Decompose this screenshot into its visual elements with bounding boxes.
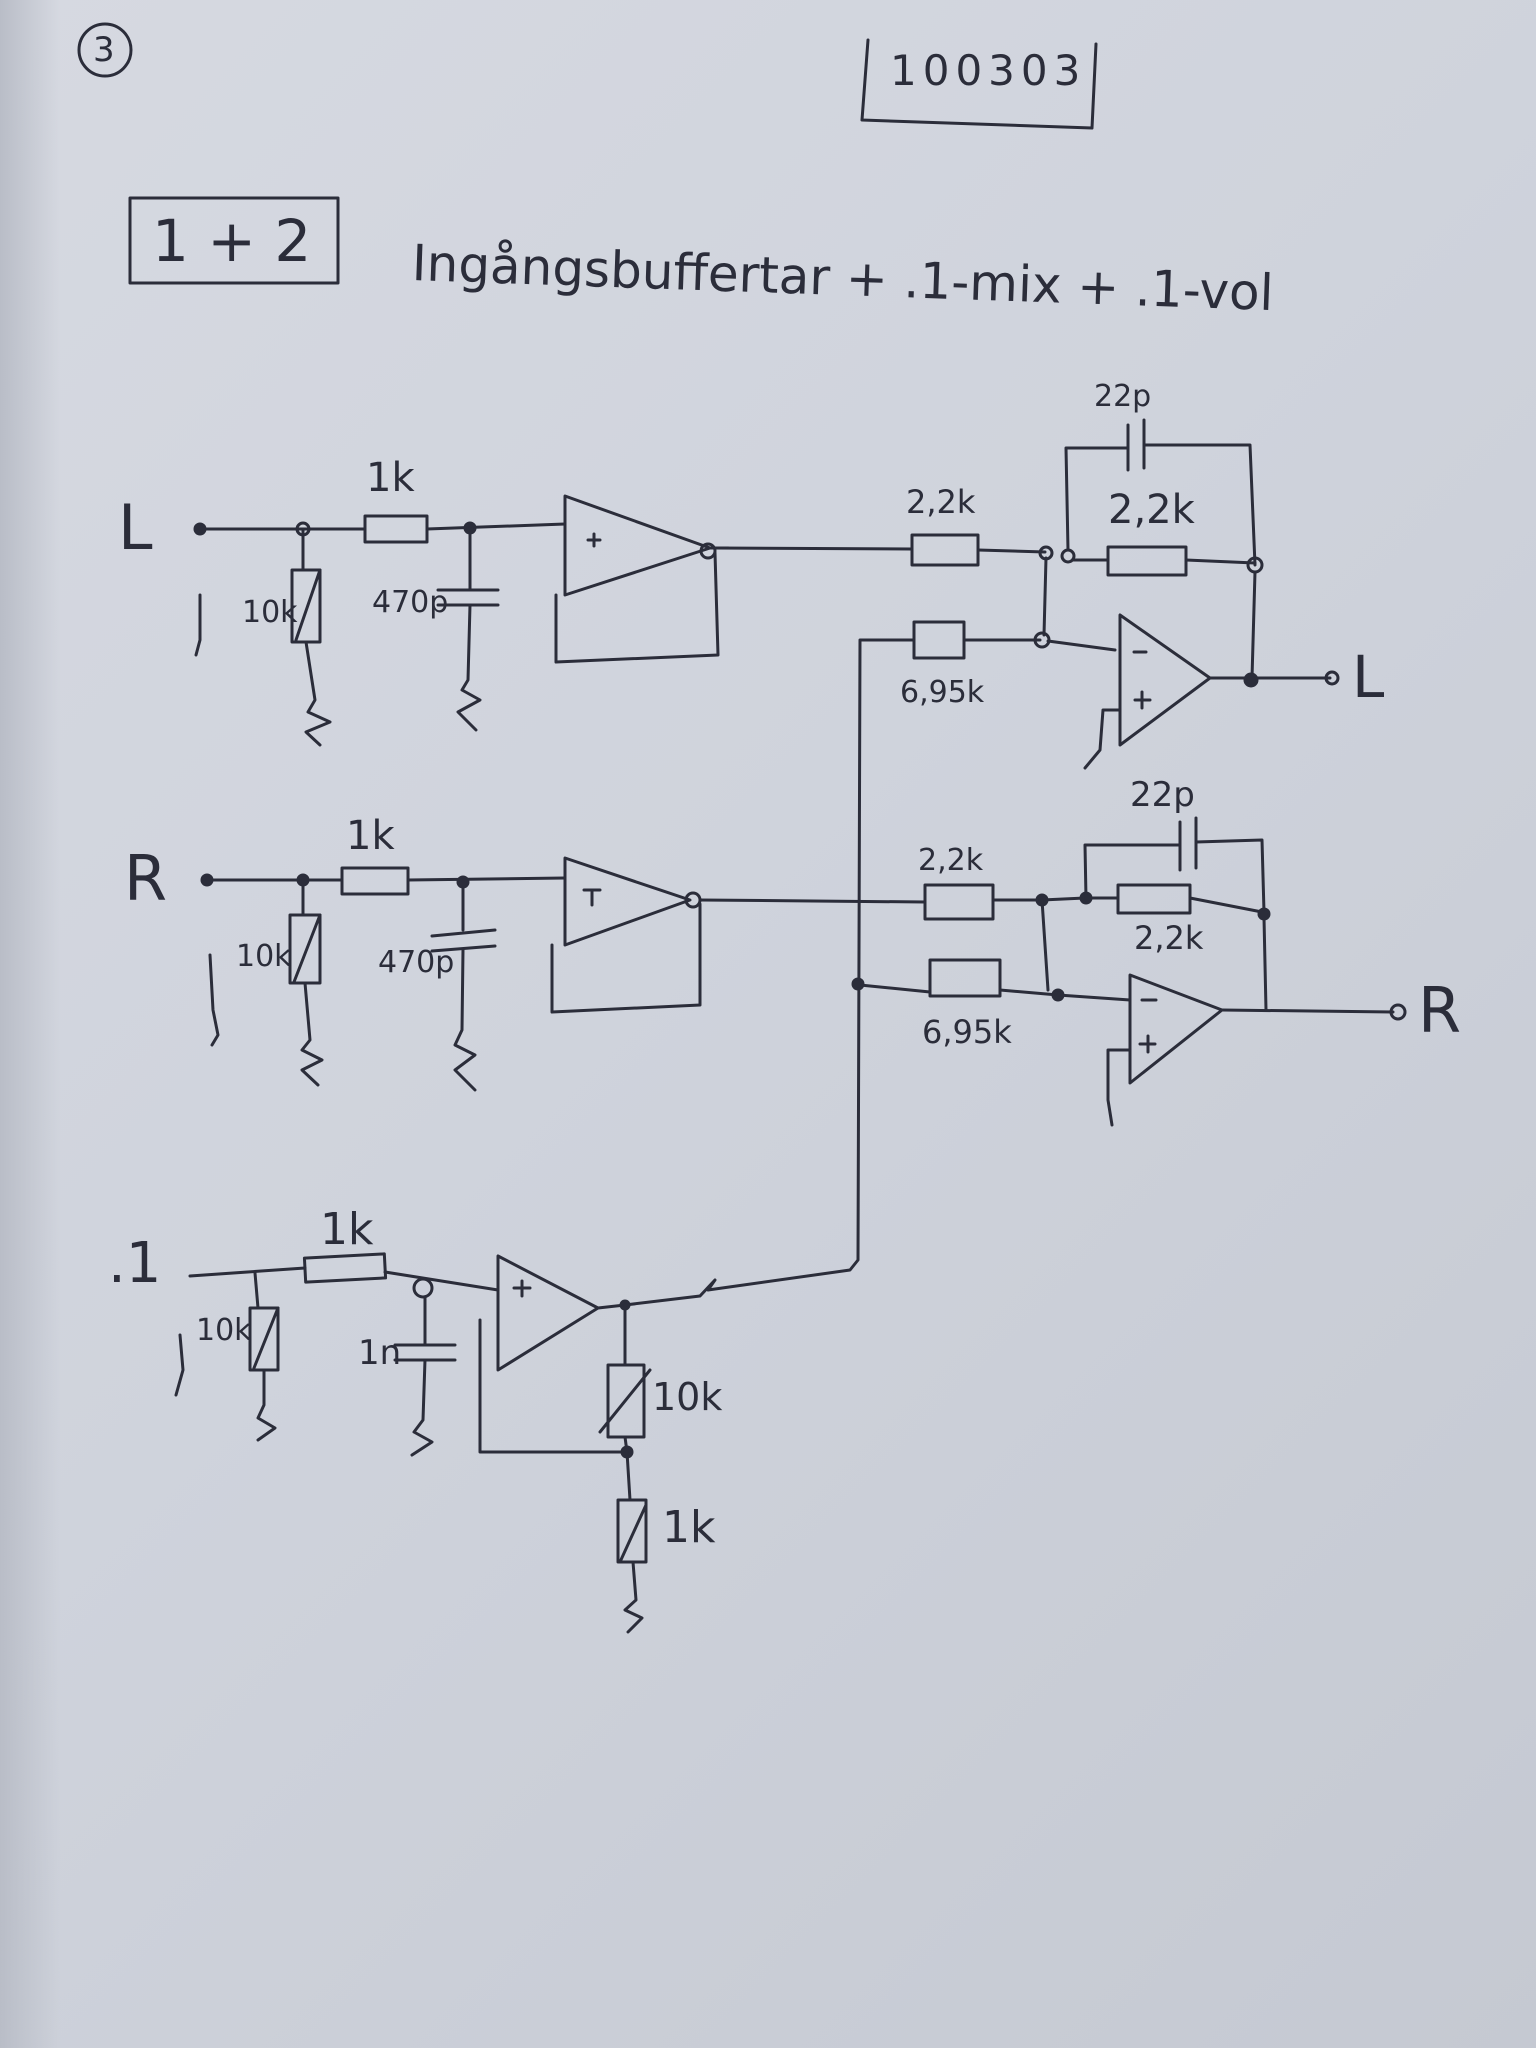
label-r-cap: 470p [378, 945, 455, 980]
right-feedback-resistor [1118, 885, 1190, 913]
junction-dot [701, 544, 715, 558]
left-output-label: L [1352, 643, 1385, 711]
label-r-mix-in: 2,2k [918, 843, 984, 878]
label-l-series: 1k [366, 455, 415, 501]
left-output-terminal [1326, 672, 1338, 684]
right-buffer-opamp [565, 858, 690, 945]
left-buffer-opamp [565, 496, 710, 595]
right-mix-lfe-resistor [930, 960, 1000, 996]
section-box [130, 198, 338, 283]
lfe-gain-opamp [498, 1256, 598, 1370]
right-buffer-feedback [552, 904, 700, 1012]
label-r-fb-res: 2,2k [1134, 919, 1204, 957]
junction-dot [1245, 674, 1257, 686]
label-r-series: 1k [346, 813, 395, 859]
right-output-label: R [1418, 974, 1462, 1047]
section-id: 1 + 2 [152, 207, 312, 275]
right-output-terminal [1391, 1005, 1405, 1019]
lfe-input-buffer [176, 640, 930, 1632]
right-mix-input-resistor [925, 885, 993, 919]
left-mixer-opamp [1120, 615, 1210, 745]
left-input-label: L [118, 491, 153, 564]
right-filter-capacitor [432, 930, 495, 951]
left-input-buffer [195, 496, 912, 745]
label-l-pot: 10k [242, 595, 298, 630]
opamp-plus [1135, 692, 1150, 708]
right-series-resistor [342, 868, 408, 894]
lfe-filter-capacitor [395, 1345, 455, 1360]
right-mixer-opamp [1130, 975, 1222, 1083]
date-code: 100303 [890, 46, 1087, 95]
left-mix-input-resistor [912, 535, 978, 565]
label-lfe-ground: 1k [662, 1502, 716, 1553]
opamp-plus [584, 890, 600, 905]
label-l-fb-res: 2,2k [1108, 487, 1195, 533]
lfe-input-label: .1 [108, 1231, 162, 1296]
left-feedback-capacitor [1128, 420, 1144, 470]
label-lfe-feedback: 10k [652, 1375, 723, 1419]
label-r-mix-lfe: 6,95k [922, 1013, 1012, 1051]
label-l-mix-lfe: 6,95k [900, 675, 985, 710]
right-feedback-capacitor [1180, 818, 1196, 870]
lfe-series-resistor [304, 1254, 385, 1282]
right-input-label: R [124, 842, 168, 915]
label-lfe-series: 1k [320, 1204, 374, 1255]
lfe-ground-pot [618, 1500, 646, 1562]
label-lfe-cap: 1n [358, 1333, 402, 1373]
left-filter-capacitor [438, 590, 498, 605]
left-feedback-resistor [1108, 547, 1186, 575]
opamp-plus [1140, 1036, 1155, 1052]
page-number: 3 [93, 30, 115, 70]
label-lfe-pot: 10k [196, 1313, 252, 1348]
page-shadow [0, 0, 60, 2048]
right-mixer [925, 818, 1405, 1125]
label-r-pot: 10k [236, 939, 292, 974]
left-mix-lfe-resistor [914, 622, 964, 658]
label-l-mix-in: 2,2k [906, 483, 976, 521]
left-mixer [912, 420, 1338, 768]
junction-dot [414, 1279, 432, 1297]
opamp-plus [588, 534, 600, 546]
date-box [862, 40, 1096, 128]
label-l-cap: 470p [372, 585, 449, 620]
junction-dot [853, 979, 863, 989]
label-l-fb-cap: 22p [1094, 379, 1152, 414]
label-r-fb-cap: 22p [1130, 775, 1195, 815]
opamp-plus [514, 1281, 530, 1296]
page-number-circle [79, 24, 131, 76]
left-series-resistor [365, 516, 427, 542]
left-buffer-feedback [556, 553, 718, 662]
right-input-buffer [202, 858, 925, 1090]
